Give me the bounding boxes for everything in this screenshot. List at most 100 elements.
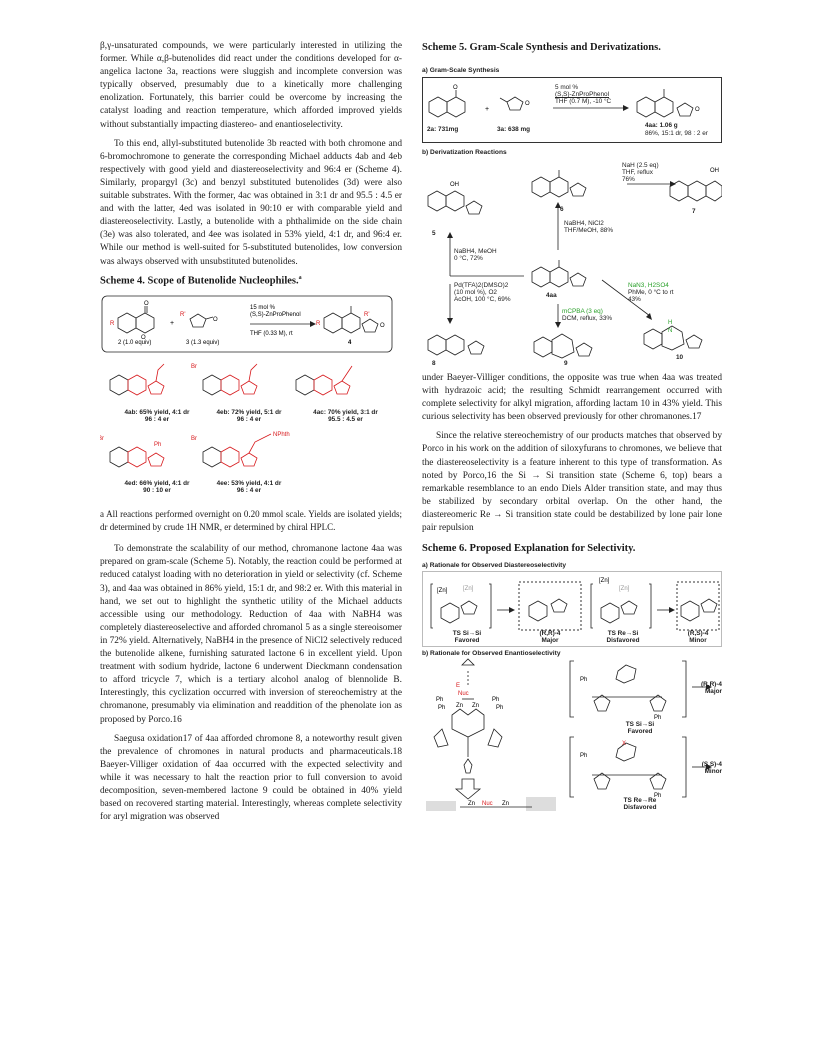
- svg-text:[Zn]: [Zn]: [619, 586, 630, 592]
- enantio-minor-name: (S,S)-4: [701, 761, 722, 769]
- ph-shade-left: [426, 801, 456, 812]
- svg-text:Ph: Ph: [580, 677, 587, 683]
- product-4: [323, 306, 379, 334]
- ts-re-re-b-state: Disfavored: [623, 804, 657, 812]
- svg-text:Ph: Ph: [492, 697, 499, 703]
- enantio-major-name: (R,R)-4: [701, 681, 722, 689]
- scheme4-title: Scheme 4. Scope of Butenolide Nucleophil…: [100, 275, 402, 287]
- derivatization-figure: OH OH: [422, 156, 723, 370]
- chromone-2-r: R: [110, 321, 115, 327]
- svg-text:Ph: Ph: [496, 705, 503, 711]
- cond-nabh4: NaBH4, MeOH 0 °C, 72%: [454, 248, 497, 262]
- reagent-2-label: 2 (1.0 equiv): [118, 340, 151, 346]
- butenolide-3-r: R': [180, 312, 185, 318]
- svg-text:X: X: [622, 741, 626, 747]
- product-4aa: [636, 89, 694, 118]
- svg-text:Ph: Ph: [436, 697, 443, 703]
- scheme4-figure: O O R 2 (1.0 equiv) + R' O 3 (1.3 equiv)…: [98, 294, 402, 504]
- caption-4ee-1: 4ee: 53% yield, 4:1 dr: [216, 480, 282, 488]
- cond-nabh4-nicl2-2: THF/MeOH, 88%: [564, 227, 614, 234]
- svg-text:O: O: [695, 107, 700, 113]
- cond-nah-3: 76%: [622, 176, 635, 183]
- scheme4-cond-3: THF (0.33 M), rt: [250, 331, 293, 337]
- scheme4-title-text: Scheme 4. Scope of Butenolide Nucleophil…: [100, 275, 299, 287]
- svg-text:H: H: [668, 320, 672, 326]
- caption-4eb-1: 4eb: 72% yield, 5:1 dr: [216, 409, 282, 417]
- ts-si-si-b-caption: TS Si→Si Favored: [620, 721, 660, 735]
- label-4aa: 4aa: [546, 292, 557, 299]
- structure-4ed: Ph Br: [98, 436, 165, 468]
- label-9: 9: [564, 360, 568, 367]
- cond-nan3-2: PhMe, 0 °C to rt: [628, 289, 674, 296]
- ts-re-si-state: Disfavored: [606, 637, 640, 645]
- chromone-2: [117, 306, 155, 334]
- caption-4ee-2: 96 : 4 er: [236, 487, 262, 495]
- cond-nabh4-1: NaBH4, MeOH: [454, 248, 497, 255]
- svg-text:Ph: Ph: [654, 793, 661, 799]
- butenolide-3-o: O: [213, 317, 218, 323]
- label-10: 10: [676, 354, 684, 361]
- ts-re-si-name: TS Re→Si: [607, 630, 639, 638]
- rs-state: Minor: [689, 637, 707, 645]
- scheme6-panel-b: b) Rationale for Observed Enantioselecti…: [422, 650, 561, 658]
- cond-nabh4-nicl2: NaBH4, NiCl2 THF/MeOH, 88%: [564, 220, 613, 234]
- gram-scale-box: O + O O 5 mol % (S,S)-ZnProPhenol THF (0…: [422, 77, 722, 143]
- chromone-2-o-ring: O: [141, 335, 146, 341]
- cond-pd: Pd(TFA)2(DMSO)2 (10 mol %), O2 AcOH, 100…: [454, 282, 511, 303]
- cond-nan3: NaN3, H2SO4 PhMe, 0 °C to rt 43%: [628, 282, 674, 303]
- arrow-to-10: [601, 279, 651, 317]
- gram-4aa-stats: 86%, 15:1 dr, 98 : 2 er: [645, 130, 708, 137]
- compound-8: [427, 334, 485, 356]
- cond-nan3-3: 43%: [628, 296, 641, 303]
- svg-text:O: O: [453, 85, 458, 91]
- gram-cond-3: THF (0.7 M), -10 °C: [555, 98, 612, 105]
- svg-text:Br: Br: [191, 436, 197, 442]
- svg-text:Ph: Ph: [654, 715, 661, 721]
- cond-pd-3: AcOH, 100 °C, 69%: [454, 296, 511, 303]
- ts-re-re-b-name: TS Re→Re: [623, 797, 657, 805]
- cond-nah-2: THF, reflux: [622, 169, 653, 176]
- left-column: β,γ-unsaturated compounds, we were parti…: [98, 40, 402, 824]
- scheme5-panel-a: a) Gram-Scale Synthesis: [422, 67, 500, 74]
- product-4-r: R: [316, 321, 321, 327]
- svg-text:Br: Br: [191, 364, 197, 370]
- caption-4ed-2: 90 : 10 er: [143, 487, 171, 495]
- product-rs: [680, 598, 718, 622]
- product-rs-box: [676, 581, 720, 631]
- scheme6-title: Scheme 6. Proposed Explanation for Selec…: [422, 543, 636, 555]
- rr-state: Major: [541, 637, 559, 645]
- svg-text:Br: Br: [100, 436, 104, 442]
- cond-nabh4-2: 0 °C, 72%: [454, 255, 483, 262]
- caption-4ed-1: 4ed: 66% yield, 4:1 dr: [124, 480, 190, 488]
- cond-mcpba-2: DCM, reflux, 33%: [562, 315, 613, 322]
- cond-mcpba: mCPBA (3 eq) DCM, reflux, 33%: [562, 308, 612, 322]
- cond-nan3-1: NaN3, H2SO4: [628, 282, 669, 289]
- ts-si-si-name: TS Si→Si: [452, 630, 482, 638]
- cond-nah-1: NaH (2.5 eq): [622, 162, 659, 169]
- cond-mcpba-1: mCPBA (3 eq): [562, 308, 603, 315]
- compound-6: [531, 170, 587, 198]
- gram-cond: 5 mol % (S,S)-ZnProPhenol THF (0.7 M), -…: [555, 84, 611, 105]
- paragraph-saegusa: Saegusa oxidation17 of 4aa afforded chro…: [100, 733, 402, 823]
- svg-text:[Zn]: [Zn]: [599, 578, 610, 584]
- reagent-3-label: 3 (1.3 equiv): [186, 340, 219, 346]
- ts-re-re-3d: [569, 736, 687, 798]
- ts-re-re-b-caption: TS Re→Re Disfavored: [612, 797, 668, 811]
- label-8: 8: [432, 360, 436, 367]
- cond-pd-2: (10 mol %), O2: [454, 289, 497, 296]
- scheme4-frame: [101, 295, 393, 353]
- caption-4ac-2: 95.5 : 4.5 er: [328, 416, 363, 424]
- svg-text:Zn: Zn: [472, 703, 479, 709]
- cond-pd-1: Pd(TFA)2(DMSO)2: [454, 282, 509, 289]
- gram-2a-label: 2a: 731mg: [427, 126, 459, 133]
- structure-4ee: NPhth Br: [191, 432, 290, 468]
- scheme4-title-sup: a: [298, 274, 302, 281]
- paragraph-porco: Since the relative stereochemistry of ou…: [422, 431, 722, 534]
- product-4-o: O: [380, 323, 385, 329]
- scheme6-a-box: [Zn] [Zn] [Zn] [Zn] TS Si→Si Favored (: [422, 571, 722, 648]
- label-5: 5: [432, 230, 436, 237]
- lactone-3a: [499, 96, 524, 111]
- svg-text:Zn: Zn: [456, 703, 463, 709]
